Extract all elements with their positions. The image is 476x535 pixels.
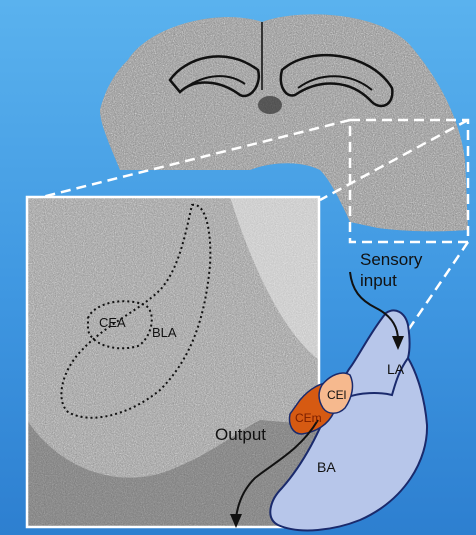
output-label: Output bbox=[215, 426, 266, 443]
la-label: LA bbox=[387, 362, 404, 376]
sensory-input-label-line1: Sensory bbox=[360, 251, 422, 268]
sensory-input-label-line2: input bbox=[360, 272, 397, 289]
cel-label: CEl bbox=[327, 389, 346, 401]
bla-label: BLA bbox=[152, 326, 177, 339]
amygdala-micrograph-inset bbox=[27, 197, 319, 527]
ba-label: BA bbox=[317, 460, 336, 474]
cea-label: CEA bbox=[99, 316, 126, 329]
cem-label: CEm bbox=[295, 412, 322, 424]
